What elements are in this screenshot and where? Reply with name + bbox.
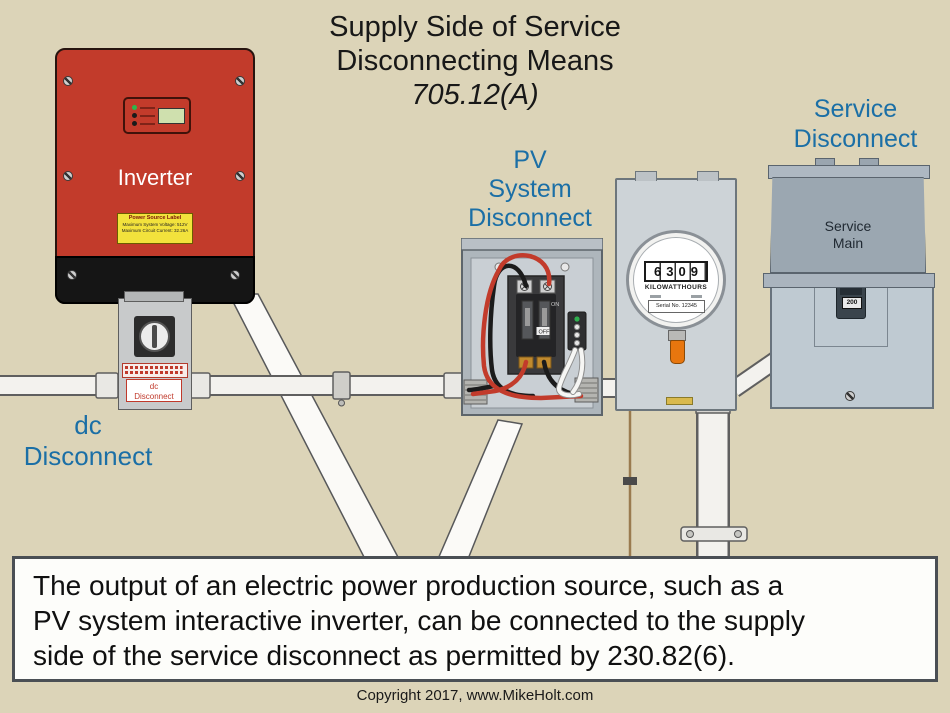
dc-disconnect-unit: dc Disconnect [118,291,192,410]
pv-disconnect-unit: ON OFF [461,238,603,416]
breaker-rating-label: 200 [842,297,862,309]
warning-label [122,363,188,378]
screw-icon [63,76,73,86]
meter-serial-label: Serial No. 12345 [648,300,705,313]
meter-register: 6309 [644,261,708,282]
inverter-label: Inverter [117,165,193,190]
mounting-tab [635,171,657,181]
callout-wedge-pv [436,419,524,560]
breaker-on-label: ON [551,302,559,308]
title-line2: Disconnecting Means [336,45,614,77]
dc-disconnect-hub [124,291,184,302]
conduit-coupling [95,372,119,399]
inverter-unit: Inverter Power Source Label Maximum Syst… [55,48,255,304]
service-disconnect-panel: 200 [770,277,934,409]
ground-clamp [623,477,637,485]
screw-icon [845,391,855,401]
status-led-icon [132,121,137,126]
screw-icon [63,171,73,181]
inverter-display-panel [123,97,191,134]
keyhole-hanger-icon [560,262,570,272]
screw-icon [235,171,245,181]
title-line1: Supply Side of Service [329,11,621,43]
callout-pv-disconnect: PV System Disconnect [468,146,592,232]
code-reference: 705.12(A) [411,79,539,111]
callout-dc-disconnect: dc Disconnect [23,410,153,471]
mounting-tab [859,158,879,167]
mounting-tab [697,171,719,181]
caption-box: The output of an electric power producti… [12,556,938,682]
diagram-title: Supply Side of Service Disconnecting Mea… [230,10,720,112]
wiring [466,253,586,401]
screw-icon [230,270,240,280]
breaker-off-label: OFF [539,330,551,336]
riser-strap [680,526,748,542]
copyright-text: Copyright 2017, www.MikeHolt.com [356,687,594,704]
rotary-switch-knob [139,321,170,352]
callout-service-disconnect: Service Disconnect [793,95,918,153]
caption-line: PV system interactive inverter, can be c… [33,605,805,636]
status-led-icon [132,105,137,110]
meter-units-label: KILOWATTHOURS [644,284,708,291]
enclosure-label [666,397,693,405]
mounting-tab [815,158,835,167]
caption-line: The output of an electric power producti… [33,570,784,601]
status-led-icon [132,113,137,118]
caption-line: side of the service disconnect as permit… [33,640,735,671]
callout-wedge-inverter [227,293,401,560]
service-main-breaker: 200 [836,285,866,319]
inverter-lcd-screen [158,108,185,124]
conduit-strap [332,371,351,400]
pv-enclosure-flange [461,238,603,251]
kwh-meter-enclosure: 6309 KILOWATTHOURS Serial No. 12345 [615,171,737,411]
service-disconnect-hood: Service Main [763,158,935,288]
meter-seal-tag [670,340,685,364]
dc-disconnect-nameplate: dc Disconnect [126,379,182,402]
power-source-label-title: Power Source Label [128,215,182,221]
screw-icon [235,76,245,86]
service-main-cover: Service Main [770,177,926,273]
meter-reading: 6309 [646,263,706,280]
rotary-switch [134,316,175,357]
screw-icon [67,270,77,280]
power-source-label: Power Source Label Maximum System Voltag… [117,213,193,244]
